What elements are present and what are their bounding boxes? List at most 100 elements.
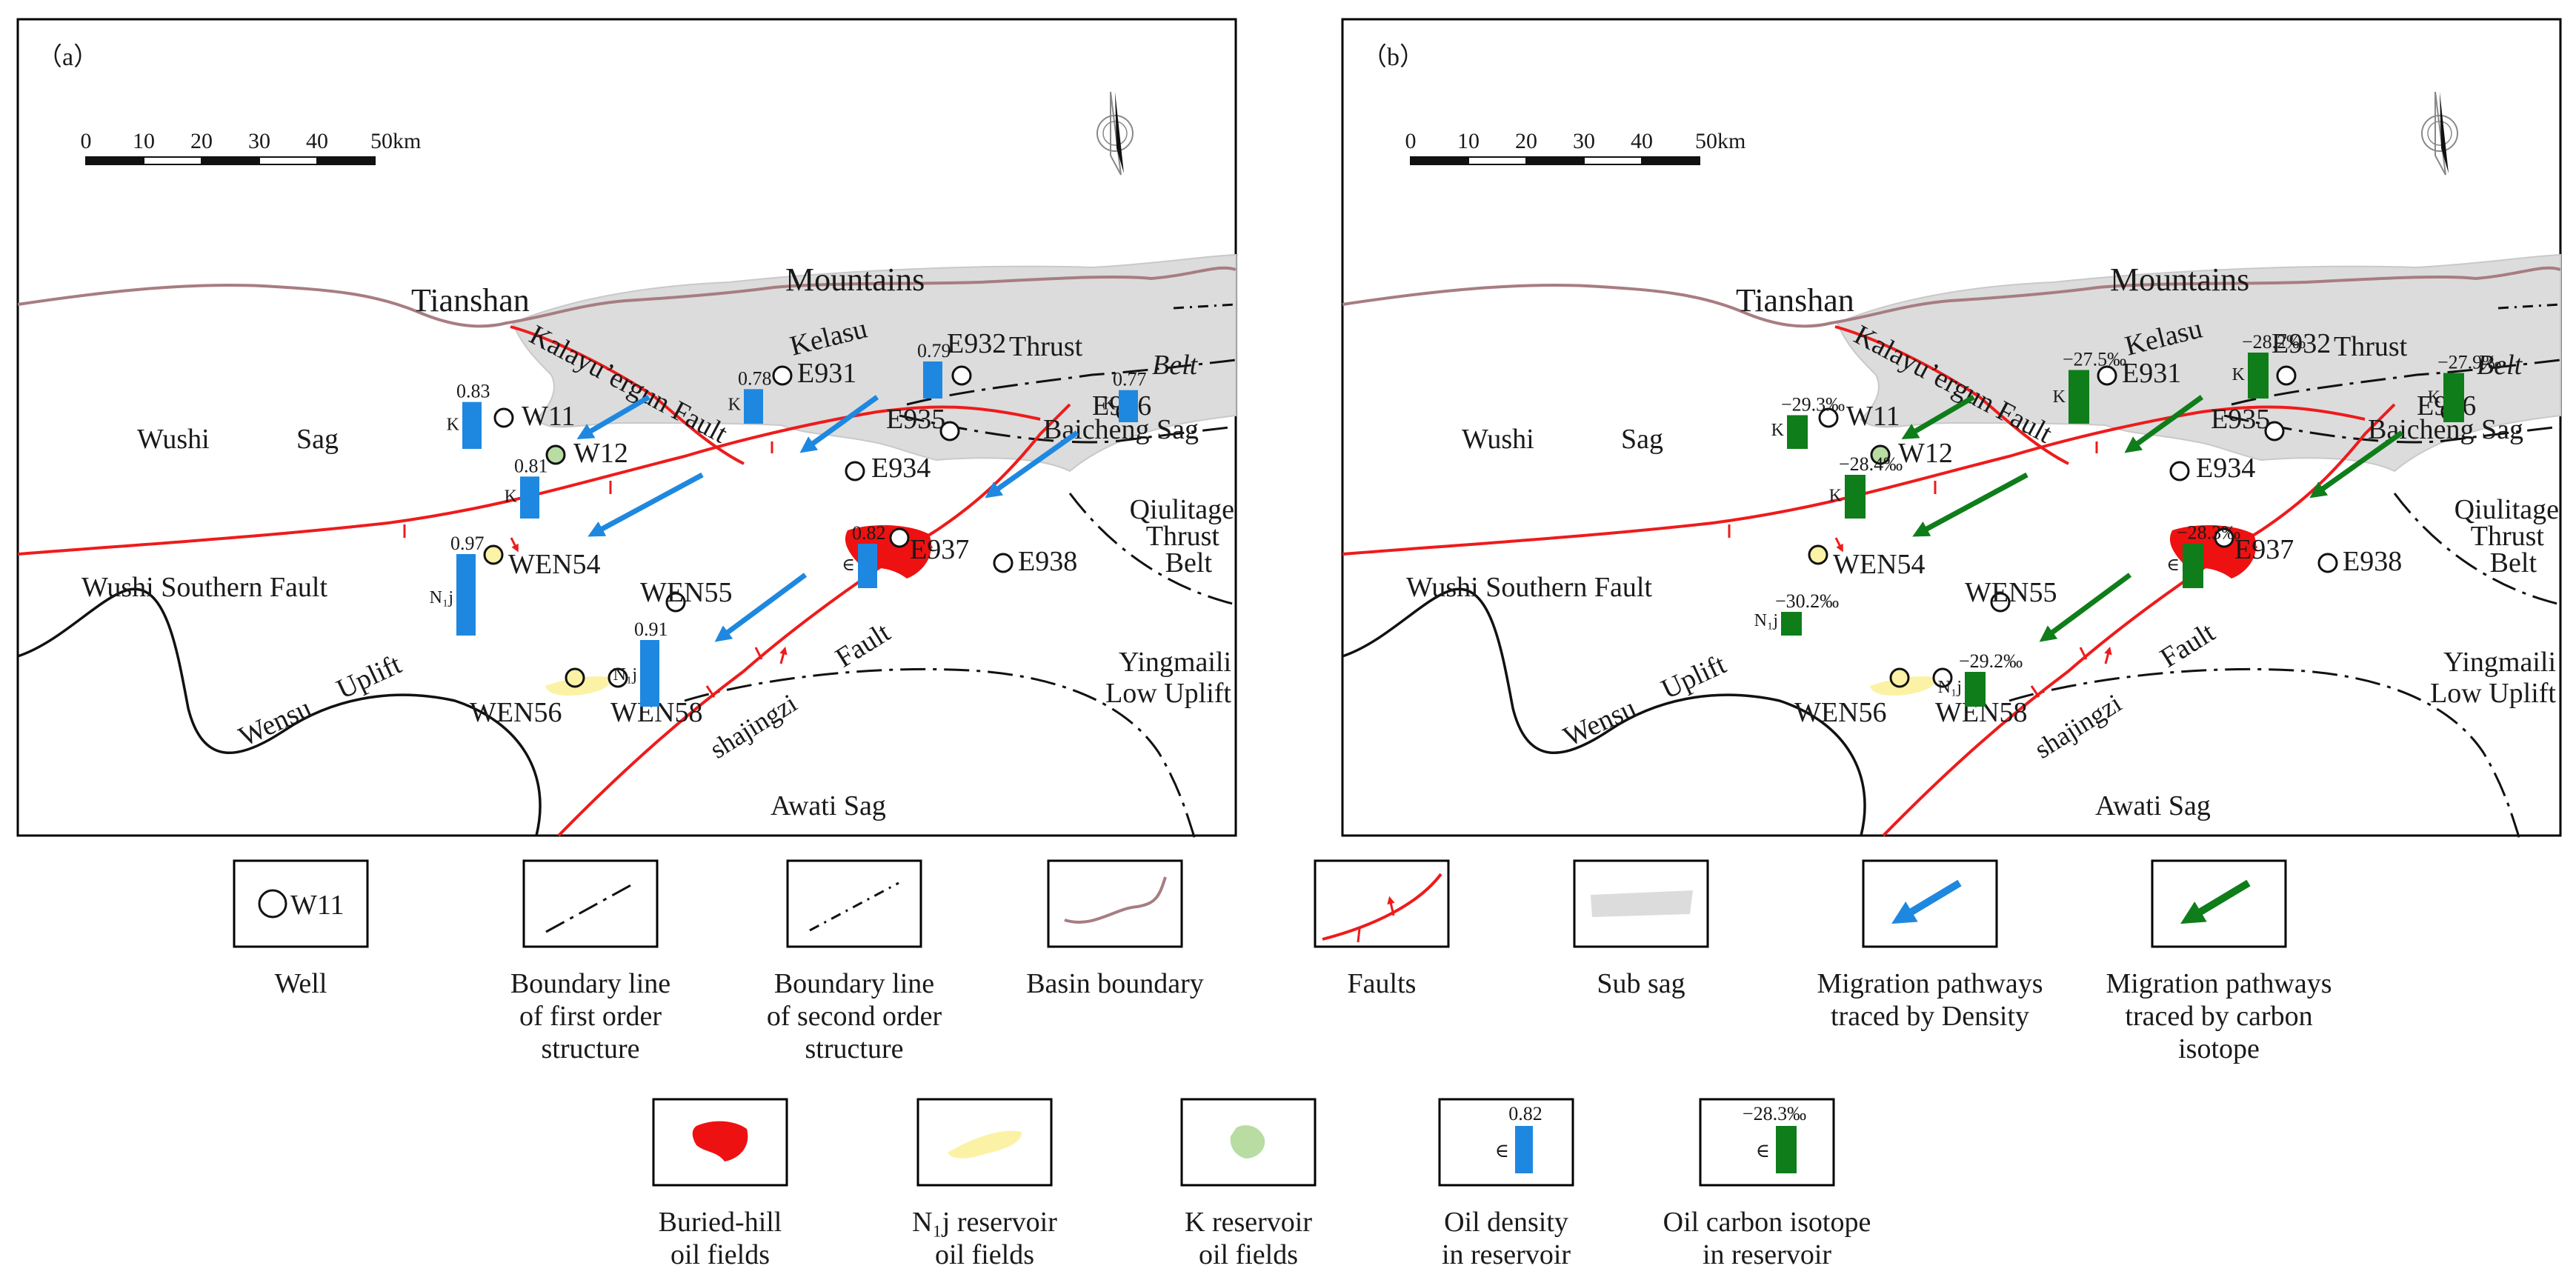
sub-sag-area — [511, 253, 1237, 473]
legend-caption: oil fields — [670, 1239, 770, 1270]
scale-tick-label: 0 — [1405, 129, 1417, 153]
bar-value-e937: −28.3‰ — [2177, 522, 2240, 544]
bar-strata-e937: ∈ — [2166, 556, 2180, 575]
label-wushi: Wushi — [1462, 424, 1534, 455]
second-order-boundary-line — [1173, 303, 1237, 310]
legend-swatch-box — [522, 859, 659, 948]
kalayuergun-fault-line — [1834, 325, 2069, 465]
bar-strata-e931: K — [2053, 387, 2066, 407]
label-awati-sag: Awati Sag — [771, 790, 886, 821]
legend-item-faults: Faults — [1314, 859, 1450, 999]
well-marker-w11 — [1818, 407, 1839, 428]
value-bar-e931 — [744, 389, 763, 424]
well-label-e938: E938 — [2343, 546, 2402, 577]
kalayuergun-fault-line — [510, 325, 745, 465]
bar-strata-wen54: N₁j — [430, 588, 453, 607]
bars-layer-a: 0.83K0.81K0.78K0.790.77K0.82∈0.97N₁j0.91… — [430, 340, 1147, 707]
north-arrow — [2421, 91, 2458, 176]
panel-b-label: （b） — [1362, 43, 1425, 71]
label-mountains: Mountains — [2110, 261, 2249, 298]
well-marker-e937 — [2214, 527, 2234, 548]
label-sag: Sag — [296, 424, 339, 455]
migration-arrow — [1912, 472, 2028, 537]
migration-arrow — [799, 395, 879, 453]
well-marker-wen55 — [1990, 592, 2011, 613]
legend-caption: Boundary line — [510, 968, 670, 999]
migration-arrows-a — [576, 394, 1079, 642]
legend-first-order-line — [545, 881, 636, 933]
legend-caption: Migration pathways — [1817, 968, 2043, 999]
legend-isotope-arrow — [2180, 879, 2251, 924]
bar-strata-wen58: N₁j — [1938, 678, 1962, 697]
bar-value-wen58: 0.91 — [634, 619, 668, 640]
label-qiulitage: Qiulitage — [2454, 494, 2559, 525]
legend-density-bar — [1515, 1126, 1533, 1173]
migration-arrows-b — [1901, 394, 2404, 642]
value-bar-e937 — [2183, 543, 2203, 588]
well-marker-e937 — [889, 527, 910, 548]
legend-caption: Basin boundary — [1026, 968, 1204, 999]
scale-tick-label: 0 — [81, 129, 92, 153]
well-label-wen56: WEN56 — [470, 697, 562, 728]
legend-swatch-box — [1047, 859, 1183, 948]
legend-swatch-box — [786, 859, 922, 948]
value-bar-e931 — [2069, 370, 2089, 424]
legend-caption: oil fields — [1199, 1239, 1298, 1270]
bar-value-w11: 0.83 — [456, 381, 490, 402]
value-bar-wen58 — [640, 640, 659, 707]
well-label-e934: E934 — [871, 453, 931, 484]
scale-tick-label: 10 — [1457, 129, 1480, 153]
fault-arrow — [1834, 537, 1843, 553]
legend-item-basin: Basin boundary — [1026, 859, 1204, 999]
well-marker-w12 — [1870, 444, 1891, 465]
value-bar-wen54 — [1781, 612, 1802, 636]
scale-segment — [85, 156, 144, 165]
scale-tick-label: 20 — [190, 129, 213, 153]
basin-boundary-line — [17, 266, 1237, 328]
legend-caption: structure — [805, 1033, 904, 1064]
well-marker-w12 — [545, 444, 566, 465]
well-marker-wen54 — [483, 544, 504, 565]
well-label-wen56: WEN56 — [1794, 697, 1887, 728]
label-tianshan: Tianshan — [1736, 282, 1854, 319]
legend-subsag-swatch — [1591, 890, 1693, 917]
legend-caption: of second order — [767, 1001, 942, 1032]
scale-segment — [1468, 156, 1527, 165]
scale-tick-label: 30 — [1573, 129, 1595, 153]
legend-density-value: 0.82 — [1508, 1103, 1542, 1124]
well-marker-e938 — [993, 553, 1014, 573]
value-bar-w11 — [1787, 415, 1808, 449]
migration-arrow — [985, 430, 1079, 499]
label-qiulitage: Qiulitage — [1130, 494, 1234, 525]
bar-strata-e932: K — [2232, 365, 2246, 384]
well-marker-e935 — [2264, 421, 2285, 441]
second-order-boundary-line — [2497, 303, 2561, 310]
well-label-w12: W12 — [1898, 438, 1953, 469]
label-yingmaili: Yingmaili — [2443, 647, 2556, 678]
legend-caption: Migration pathways — [2106, 968, 2332, 999]
bar-strata-w11: K — [1771, 421, 1785, 440]
migration-arrow — [576, 394, 650, 440]
well-marker-e935 — [939, 421, 960, 441]
label-qiulitage-thrust: Thrust — [1146, 521, 1220, 552]
value-bar-w12 — [1845, 475, 1866, 519]
migration-arrow — [1901, 394, 1975, 440]
label-qiulitage-thrust: Thrust — [2471, 521, 2545, 552]
wushi-southern-fault-line — [17, 405, 1041, 556]
well-marker-e931 — [2097, 365, 2117, 386]
legend-caption: Sub sag — [1597, 968, 1685, 999]
legend-fault-tick — [1357, 928, 1361, 943]
legend-basin-line — [1064, 876, 1167, 924]
label-low-uplift: Low Uplift — [2430, 678, 2556, 709]
scale-tick-label: 50km — [370, 129, 421, 153]
wushi-southern-fault-line — [1342, 405, 2366, 556]
scale-segment — [259, 156, 318, 165]
value-bar-e932 — [923, 361, 942, 399]
legend-item-subsag: Sub sag — [1573, 859, 1709, 999]
scale-tick-label: 20 — [1515, 129, 1537, 153]
